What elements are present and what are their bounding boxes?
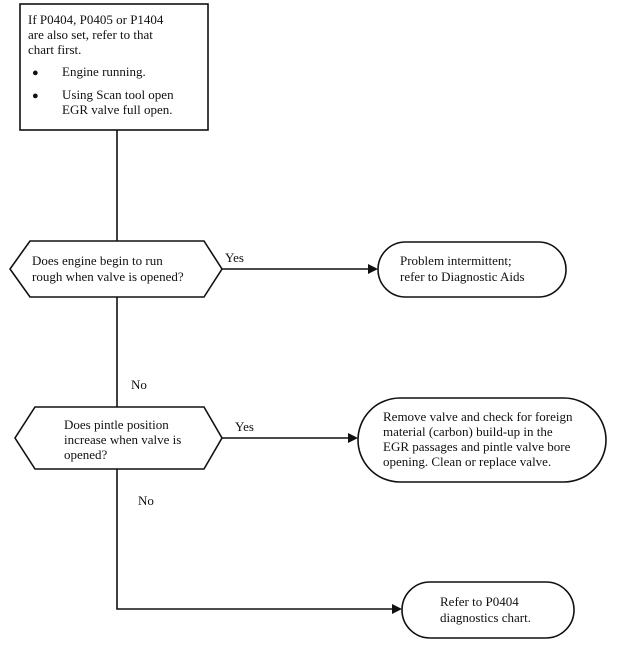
decision1-line1: Does engine begin to run [32, 253, 163, 268]
decision1-diamond: Does engine begin to run rough when valv… [9, 240, 223, 298]
decision2-no-label: No [138, 493, 154, 508]
start-intro-line2: are also set, refer to that [28, 27, 153, 42]
decision1-yes-label: Yes [225, 250, 244, 265]
result3-terminal: Refer to P0404 diagnostics chart. [401, 581, 575, 639]
result1-line2: refer to Diagnostic Aids [400, 269, 525, 284]
result2-line4: opening. Clean or replace valve. [383, 454, 551, 469]
decision2-line3: opened? [64, 447, 108, 462]
step1-text: Engine running. [62, 64, 146, 79]
result2-line2: material (carbon) build-up in the [383, 424, 553, 439]
result2-line3: EGR passages and pintle valve bore [383, 439, 571, 454]
step2-line1: Using Scan tool open [62, 87, 174, 102]
start-box: If P0404, P0405 or P1404 are also set, r… [19, 3, 209, 131]
arrowhead-decision2-no [392, 604, 402, 614]
result2-terminal: Remove valve and check for foreign mater… [357, 397, 607, 483]
start-intro-line3: chart first. [28, 42, 81, 57]
result3-line1: Refer to P0404 [440, 594, 519, 609]
decision2-line2: increase when valve is [64, 432, 181, 447]
result2-line1: Remove valve and check for foreign [383, 409, 573, 424]
arrowhead-decision1-yes [368, 264, 378, 274]
decision1-line2: rough when valve is opened? [32, 269, 184, 284]
result1-line1: Problem intermittent; [400, 253, 512, 268]
connector-decision2-no [116, 469, 394, 610]
decision2-line1: Does pintle position [64, 417, 169, 432]
result1-terminal: Problem intermittent; refer to Diagnosti… [377, 241, 567, 298]
result3-line2: diagnostics chart. [440, 610, 531, 625]
decision2-yes-label: Yes [235, 419, 254, 434]
decision1-no-label: No [131, 377, 147, 392]
bullet-icon: ● [32, 67, 39, 79]
arrowhead-decision2-yes [348, 433, 358, 443]
decision2-diamond: Does pintle position increase when valve… [14, 406, 223, 470]
step2-line2: EGR valve full open. [62, 102, 172, 117]
bullet-icon: ● [32, 90, 39, 102]
start-intro-line1: If P0404, P0405 or P1404 [28, 12, 164, 27]
